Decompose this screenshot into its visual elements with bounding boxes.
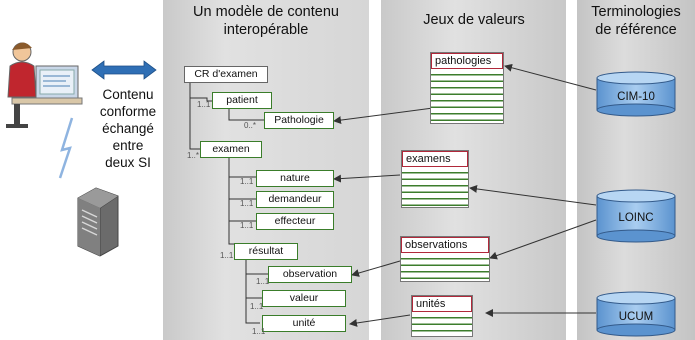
node-effecteur: effecteur bbox=[256, 213, 334, 230]
user-computer-icon bbox=[6, 42, 83, 128]
loinc-database-icon bbox=[596, 189, 676, 243]
card-unite: 1..1 bbox=[252, 327, 266, 336]
value-set-pathologies: pathologies bbox=[430, 52, 504, 124]
exchange-arrow-icon bbox=[91, 60, 157, 80]
ucum-database-icon bbox=[596, 291, 676, 337]
node-valeur: valeur bbox=[262, 290, 346, 307]
cim10-label: CIM-10 bbox=[617, 91, 655, 103]
node-cr-examen: CR d'examen bbox=[184, 66, 268, 83]
card-observation: 1..1 bbox=[256, 277, 270, 286]
card-resultat: 1..1 bbox=[220, 251, 234, 260]
value-set-title: observations bbox=[401, 237, 489, 253]
ucum-label: UCUM bbox=[618, 311, 654, 323]
value-set-title: unités bbox=[412, 296, 472, 312]
value-set-observations: observations bbox=[400, 236, 490, 282]
node-examen: examen bbox=[200, 141, 262, 158]
value-set-unites: unités bbox=[411, 295, 473, 337]
value-set-examens: examens bbox=[401, 150, 469, 208]
node-pathologie: Pathologie bbox=[264, 112, 334, 129]
value-set-title: pathologies bbox=[431, 53, 503, 69]
model-tree-lines bbox=[189, 81, 268, 324]
node-unite: unité bbox=[262, 315, 346, 332]
loinc-label: LOINC bbox=[618, 212, 654, 224]
card-nature: 1..1 bbox=[240, 177, 254, 186]
terminologies-panel bbox=[577, 0, 695, 340]
card-demandeur: 1..1 bbox=[240, 199, 254, 208]
card-examen: 1..* bbox=[187, 151, 200, 160]
card-valeur: 1..1 bbox=[250, 302, 264, 311]
node-resultat: résultat bbox=[234, 243, 298, 260]
card-patient: 1..1 bbox=[197, 100, 211, 109]
value-sets-title: Jeux de valeurs bbox=[423, 12, 525, 28]
lightning-icon bbox=[58, 117, 74, 179]
node-patient: patient bbox=[212, 92, 272, 109]
binding-arrows bbox=[333, 63, 597, 327]
node-observation: observation bbox=[268, 266, 352, 283]
value-set-title: examens bbox=[402, 151, 468, 167]
card-pathologie: 0..* bbox=[244, 121, 257, 130]
cim10-database-icon bbox=[596, 71, 676, 117]
node-demandeur: demandeur bbox=[256, 191, 334, 208]
server-icon bbox=[77, 187, 119, 257]
card-effecteur: 1..1 bbox=[240, 221, 254, 230]
node-nature: nature bbox=[256, 170, 334, 187]
